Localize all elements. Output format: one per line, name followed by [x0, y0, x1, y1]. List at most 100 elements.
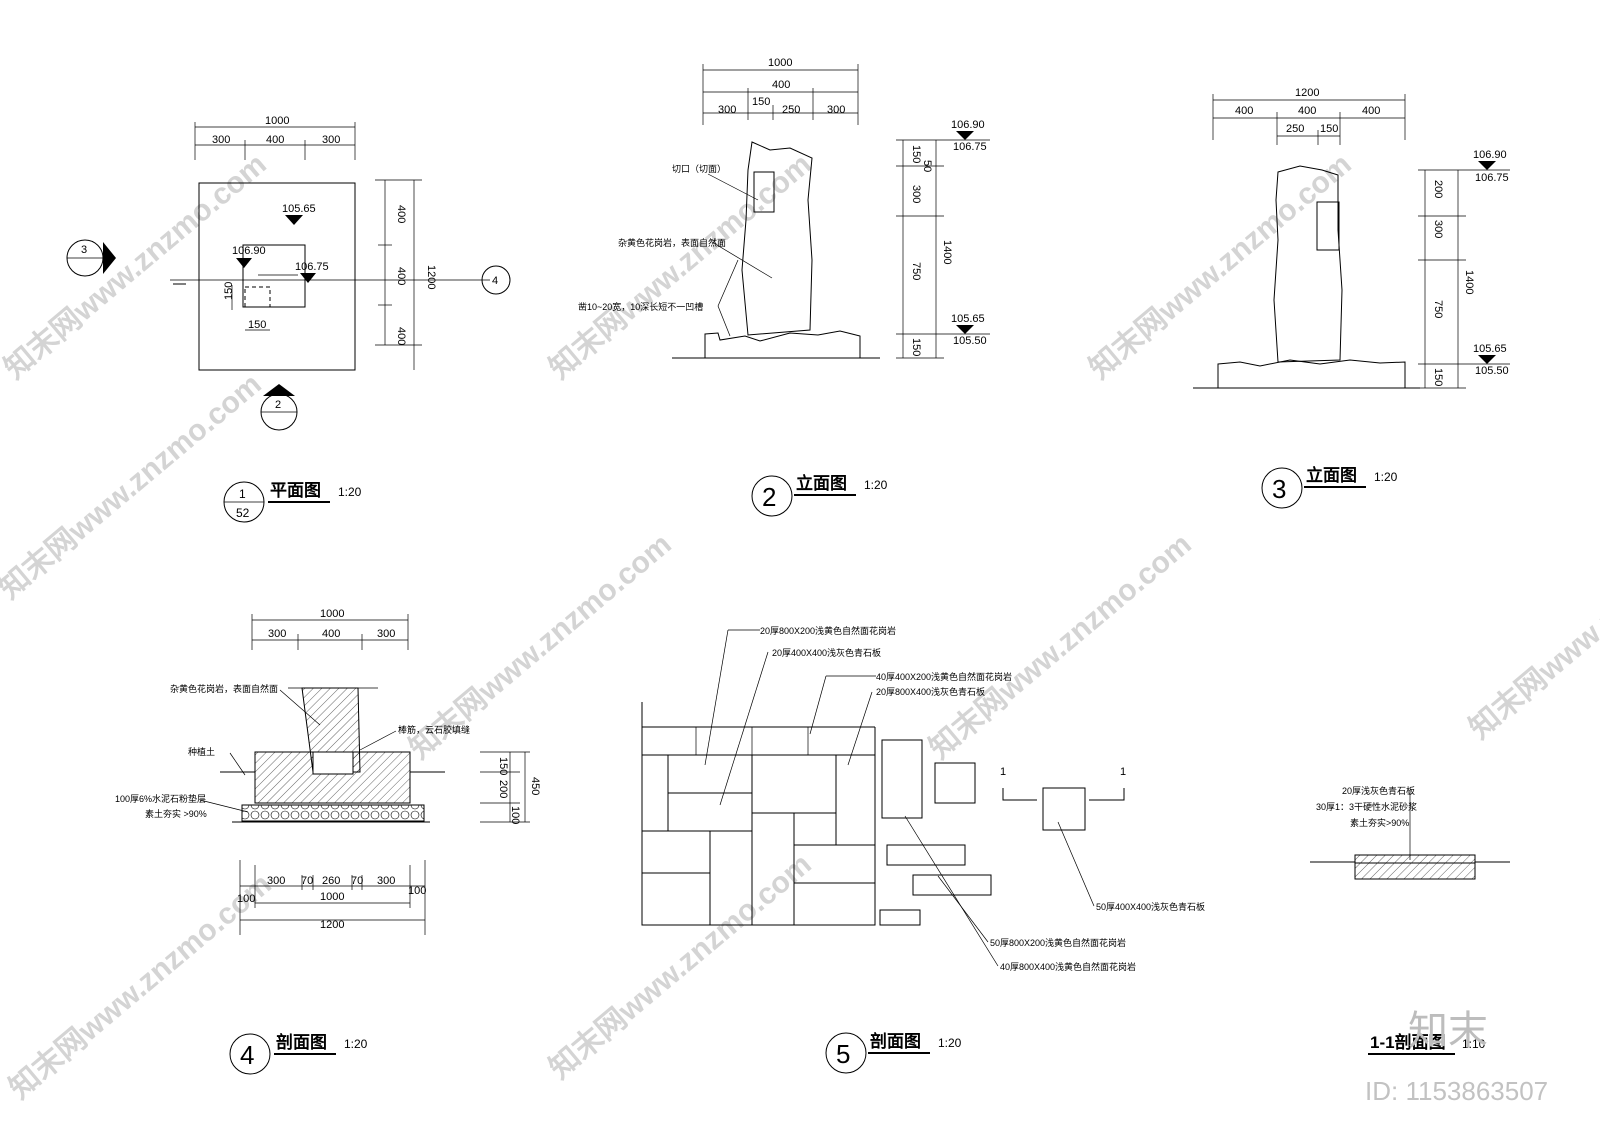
dim-label: 150	[1432, 368, 1444, 386]
dim-label: 100	[237, 893, 255, 905]
dim-label: 100	[509, 806, 521, 824]
dim-label: 150	[1320, 123, 1338, 135]
watermark-text: 知末网www.znzmo.com	[1083, 148, 1357, 386]
note-text: 素土夯实 >90%	[145, 808, 207, 819]
elevation-view-2: 1000 400 150 300 250 300 切口（切面） 杂黄色花岗岩，表…	[578, 57, 990, 517]
plan-base-outline	[198, 182, 356, 371]
stepping-stone	[879, 909, 921, 926]
dim-label: 400	[266, 134, 284, 146]
dim-label: 260	[322, 875, 340, 887]
title-number: 1	[239, 487, 246, 501]
elevation-label: 105.65	[282, 203, 316, 215]
elevation-label: 105.65	[1473, 343, 1507, 355]
dim-label: 400	[395, 267, 407, 285]
paver	[751, 754, 837, 814]
dim-label: 70	[301, 875, 313, 887]
note-text: 棒筋，云石胶填缝	[398, 724, 470, 735]
dim-label: 300	[212, 134, 230, 146]
watermark-text: 知末网www.znzmo.com	[543, 148, 817, 386]
dim-label: 1200	[1295, 87, 1319, 99]
view-title: 1 52 平面图 1:20	[223, 481, 362, 523]
dim-label: 200	[1432, 180, 1444, 198]
cut-label: 1	[1000, 766, 1006, 778]
stepping-stone	[1042, 787, 1086, 831]
dim-label: 300	[718, 104, 736, 116]
dim-label: 250	[1286, 123, 1304, 135]
dim-label: 300	[1432, 220, 1444, 238]
title-text: 平面图	[270, 481, 321, 500]
view-title: 4 剖面图 1:20	[229, 1032, 368, 1075]
stepping-stone	[881, 739, 923, 819]
dim-label: 400	[395, 327, 407, 345]
title-text: 剖面图	[276, 1032, 327, 1052]
elevation-label: 106.90	[232, 245, 266, 257]
note-text: 50厚400X400浅灰色青石板	[1096, 901, 1205, 912]
dim-label: 400	[772, 79, 790, 91]
title-scale: 1:20	[1374, 470, 1398, 484]
title-scale: 1:10	[1462, 1037, 1486, 1051]
dim-label: 300	[322, 134, 340, 146]
stepping-stone	[886, 844, 966, 866]
dim-label: 400	[1362, 105, 1380, 117]
elevation-label: 106.90	[951, 119, 985, 131]
dim-label: 100	[408, 885, 426, 897]
paver	[667, 792, 753, 832]
watermark-text: 知末网www.znzmo.com	[1463, 508, 1600, 746]
dim-label: 70	[351, 875, 363, 887]
dim-label: 400	[395, 205, 407, 223]
dim-label: 1000	[320, 891, 344, 903]
note-text: 凿10~20宽，10深长短不一凹槽	[578, 301, 703, 312]
dim-label: 150	[497, 757, 509, 775]
note-text: 种植土	[188, 746, 215, 757]
dim-label: 1400	[1463, 270, 1475, 294]
view-title: 1-1剖面图 1:10	[1368, 1032, 1486, 1055]
plan-notch-hidden	[244, 286, 271, 308]
dim-label: 300	[377, 628, 395, 640]
title-text: 立面图	[1306, 465, 1357, 485]
marker-label: 4	[492, 275, 498, 287]
dim-label: 1000	[320, 608, 344, 620]
section-marker: 2	[260, 384, 298, 431]
title-number: 5	[836, 1039, 850, 1069]
view-title: 3 立面图 1:20	[1261, 465, 1398, 509]
dim-label: 150	[248, 319, 266, 331]
dim-label: 1000	[768, 57, 792, 69]
paver	[835, 754, 876, 846]
dim-label: 300	[268, 628, 286, 640]
note-text: 20厚400X400浅灰色青石板	[772, 647, 881, 658]
note-text: 40厚800X400浅黄色自然面花岗岩	[1000, 961, 1136, 972]
dim-label: 300	[267, 875, 285, 887]
brand-watermark: 知末	[1408, 1009, 1488, 1053]
title-number: 2	[762, 482, 776, 512]
id-watermark: ID: 1153863507	[1365, 1076, 1548, 1106]
dim-label: 250	[782, 104, 800, 116]
section-view-5: 1 1 20厚800X200浅黄色自然面花岗岩 20厚400X400浅灰色青石板…	[641, 625, 1205, 1074]
note-text: 20厚800X200浅黄色自然面花岗岩	[760, 625, 896, 636]
watermark-text: 知末网www.znzmo.com	[0, 368, 268, 606]
section-marker: 3	[66, 239, 116, 277]
title-scale: 1:20	[338, 485, 362, 499]
note-text: 50厚800X200浅黄色自然面花岗岩	[990, 937, 1126, 948]
dim-label: 50	[921, 160, 933, 172]
dim-label: 1200	[425, 265, 437, 289]
elevation-label: 106.90	[1473, 149, 1507, 161]
elevation-label: 105.50	[1475, 365, 1509, 377]
paver	[667, 754, 753, 794]
dim-label: 400	[1298, 105, 1316, 117]
paver	[641, 830, 711, 874]
dim-label: 150	[910, 338, 922, 356]
dim-label: 150	[223, 282, 235, 300]
watermark-text: 知末网www.znzmo.com	[543, 848, 817, 1086]
note-text: 100厚6%水泥石粉垫层	[115, 793, 206, 804]
note-text: 20厚浅灰色青石板	[1342, 785, 1415, 796]
stone-elevation	[741, 141, 813, 336]
dim-label: 750	[910, 262, 922, 280]
dim-label: 1400	[941, 240, 953, 264]
title-text: 1-1剖面图	[1370, 1032, 1446, 1052]
stone-elevation	[1273, 165, 1343, 363]
title-text: 立面图	[796, 473, 847, 493]
note-text: 20厚800X400浅灰色青石板	[876, 686, 985, 697]
title-text: 剖面图	[870, 1031, 921, 1051]
dim-label: 1200	[320, 919, 344, 931]
title-scale: 1:20	[864, 478, 888, 492]
